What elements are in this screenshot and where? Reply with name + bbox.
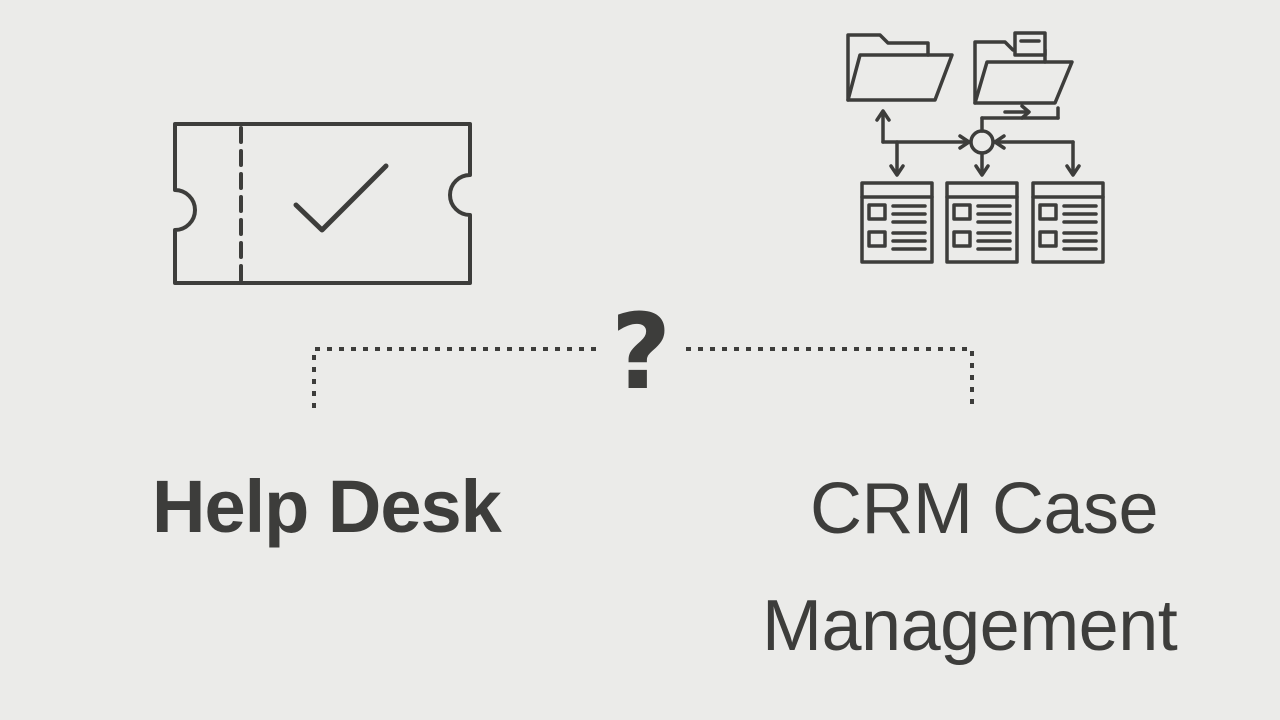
record-card-icon [860, 181, 934, 264]
question-mark: ? [610, 291, 672, 413]
dotted-bracket [312, 347, 974, 408]
folder-document-icon [973, 31, 1074, 105]
crm-case-label-line1: CRM Case [810, 469, 1159, 549]
record-card-icon [945, 181, 1019, 264]
crm-case-label-line2: Management [762, 586, 1178, 666]
record-card-icon [1031, 181, 1105, 264]
folder-open-icon [846, 33, 954, 102]
help-desk-label: Help Desk [152, 465, 502, 548]
ticket-check-icon [173, 122, 472, 285]
connector-arrows [875, 104, 1081, 177]
folder-hierarchy-icon [846, 31, 1105, 264]
hub-node-icon [969, 129, 995, 155]
